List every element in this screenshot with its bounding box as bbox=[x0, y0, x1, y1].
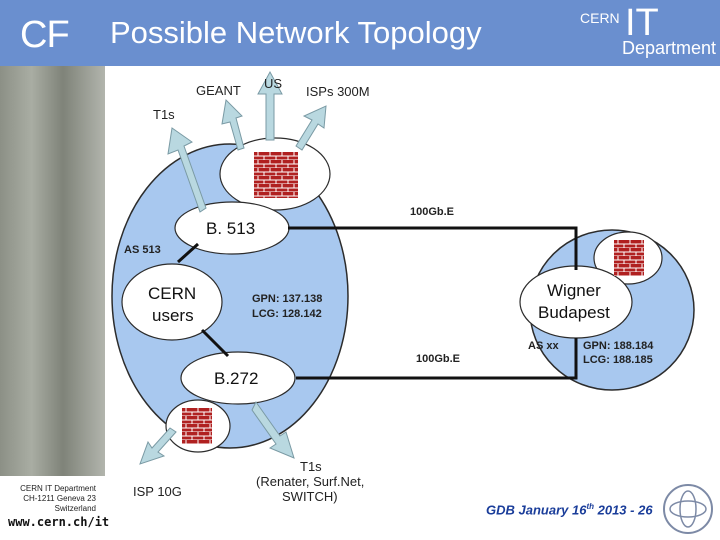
link-users-b272 bbox=[200, 328, 230, 358]
label-isp-10g: ISP 10G bbox=[133, 484, 182, 499]
footer-gdb-prefix: GDB January 16 bbox=[486, 502, 587, 518]
wigner-center-node bbox=[519, 265, 633, 339]
footer-gdb: GDB January 16th 2013 - 26 bbox=[486, 502, 653, 517]
footer-dept-line2: CH-1211 Geneva 23 bbox=[23, 494, 96, 503]
link-top-100gbe bbox=[288, 226, 578, 270]
footer-gdb-sup: th bbox=[586, 502, 594, 511]
label-t1s: T1s bbox=[153, 107, 175, 122]
label-link-top: 100Gb.E bbox=[410, 206, 455, 218]
label-us: US bbox=[264, 76, 283, 91]
firewall-wigner-icon bbox=[614, 240, 644, 276]
cern-users-node bbox=[121, 263, 223, 341]
link-bottom-100gbe bbox=[296, 338, 578, 380]
label-wigner-1: Wigner bbox=[547, 281, 601, 300]
label-link-bottom: 100Gb.E bbox=[416, 353, 461, 365]
arrow-isps bbox=[295, 105, 327, 151]
label-cern-users-2: users bbox=[152, 306, 194, 325]
label-t1s-bottom-3: SWITCH) bbox=[282, 489, 338, 504]
firewall-top-icon bbox=[254, 152, 298, 198]
it-logo: IT bbox=[625, 2, 659, 44]
slide-title: Possible Network Topology bbox=[110, 15, 482, 50]
label-t1s-bottom-1: T1s bbox=[300, 459, 322, 474]
arrow-isp-10g bbox=[139, 427, 177, 465]
sidebar-photo bbox=[0, 66, 105, 476]
department-logo: Department bbox=[622, 38, 717, 58]
cf-logo: CF bbox=[20, 14, 70, 56]
arrow-t1s-bottom bbox=[251, 401, 295, 459]
footer-url[interactable]: www.cern.ch/it bbox=[8, 515, 110, 529]
label-b513: B. 513 bbox=[206, 219, 256, 238]
label-lcg-wigner: LCG: 188.185 bbox=[583, 354, 653, 366]
footer-dept-line1: CERN IT Department bbox=[20, 484, 96, 493]
label-geant: GEANT bbox=[196, 83, 241, 98]
label-isps: ISPs 300M bbox=[306, 84, 370, 99]
arrow-t1s bbox=[167, 127, 207, 213]
label-as-xx: AS xx bbox=[528, 340, 559, 352]
label-wigner-2: Budapest bbox=[538, 303, 610, 322]
footer-gdb-suffix: 2013 - 26 bbox=[594, 502, 653, 518]
label-b272: B.272 bbox=[214, 369, 259, 388]
label-as513: AS 513 bbox=[124, 244, 161, 256]
firewall-bottom-icon bbox=[182, 408, 212, 444]
arrow-us bbox=[257, 70, 283, 141]
link-b513-users bbox=[176, 242, 200, 264]
label-gpn-wigner: GPN: 188.184 bbox=[583, 340, 654, 352]
arrow-geant bbox=[221, 98, 245, 151]
header-bar: CF Possible Network Topology CERN IT Dep… bbox=[0, 0, 720, 66]
label-t1s-bottom-2: (Renater, Surf.Net, bbox=[256, 474, 365, 489]
footer-department: CERN IT Department CH-1211 Geneva 23 Swi… bbox=[10, 484, 96, 514]
footer-dept-line3: Switzerland bbox=[54, 504, 96, 513]
label-cern-users-1: CERN bbox=[148, 284, 197, 303]
label-lcg-cern: LCG: 128.142 bbox=[252, 308, 322, 320]
label-gpn-cern: GPN: 137.138 bbox=[252, 293, 323, 305]
b272-node bbox=[180, 351, 296, 405]
cern-logo-text: CERN bbox=[580, 10, 620, 26]
